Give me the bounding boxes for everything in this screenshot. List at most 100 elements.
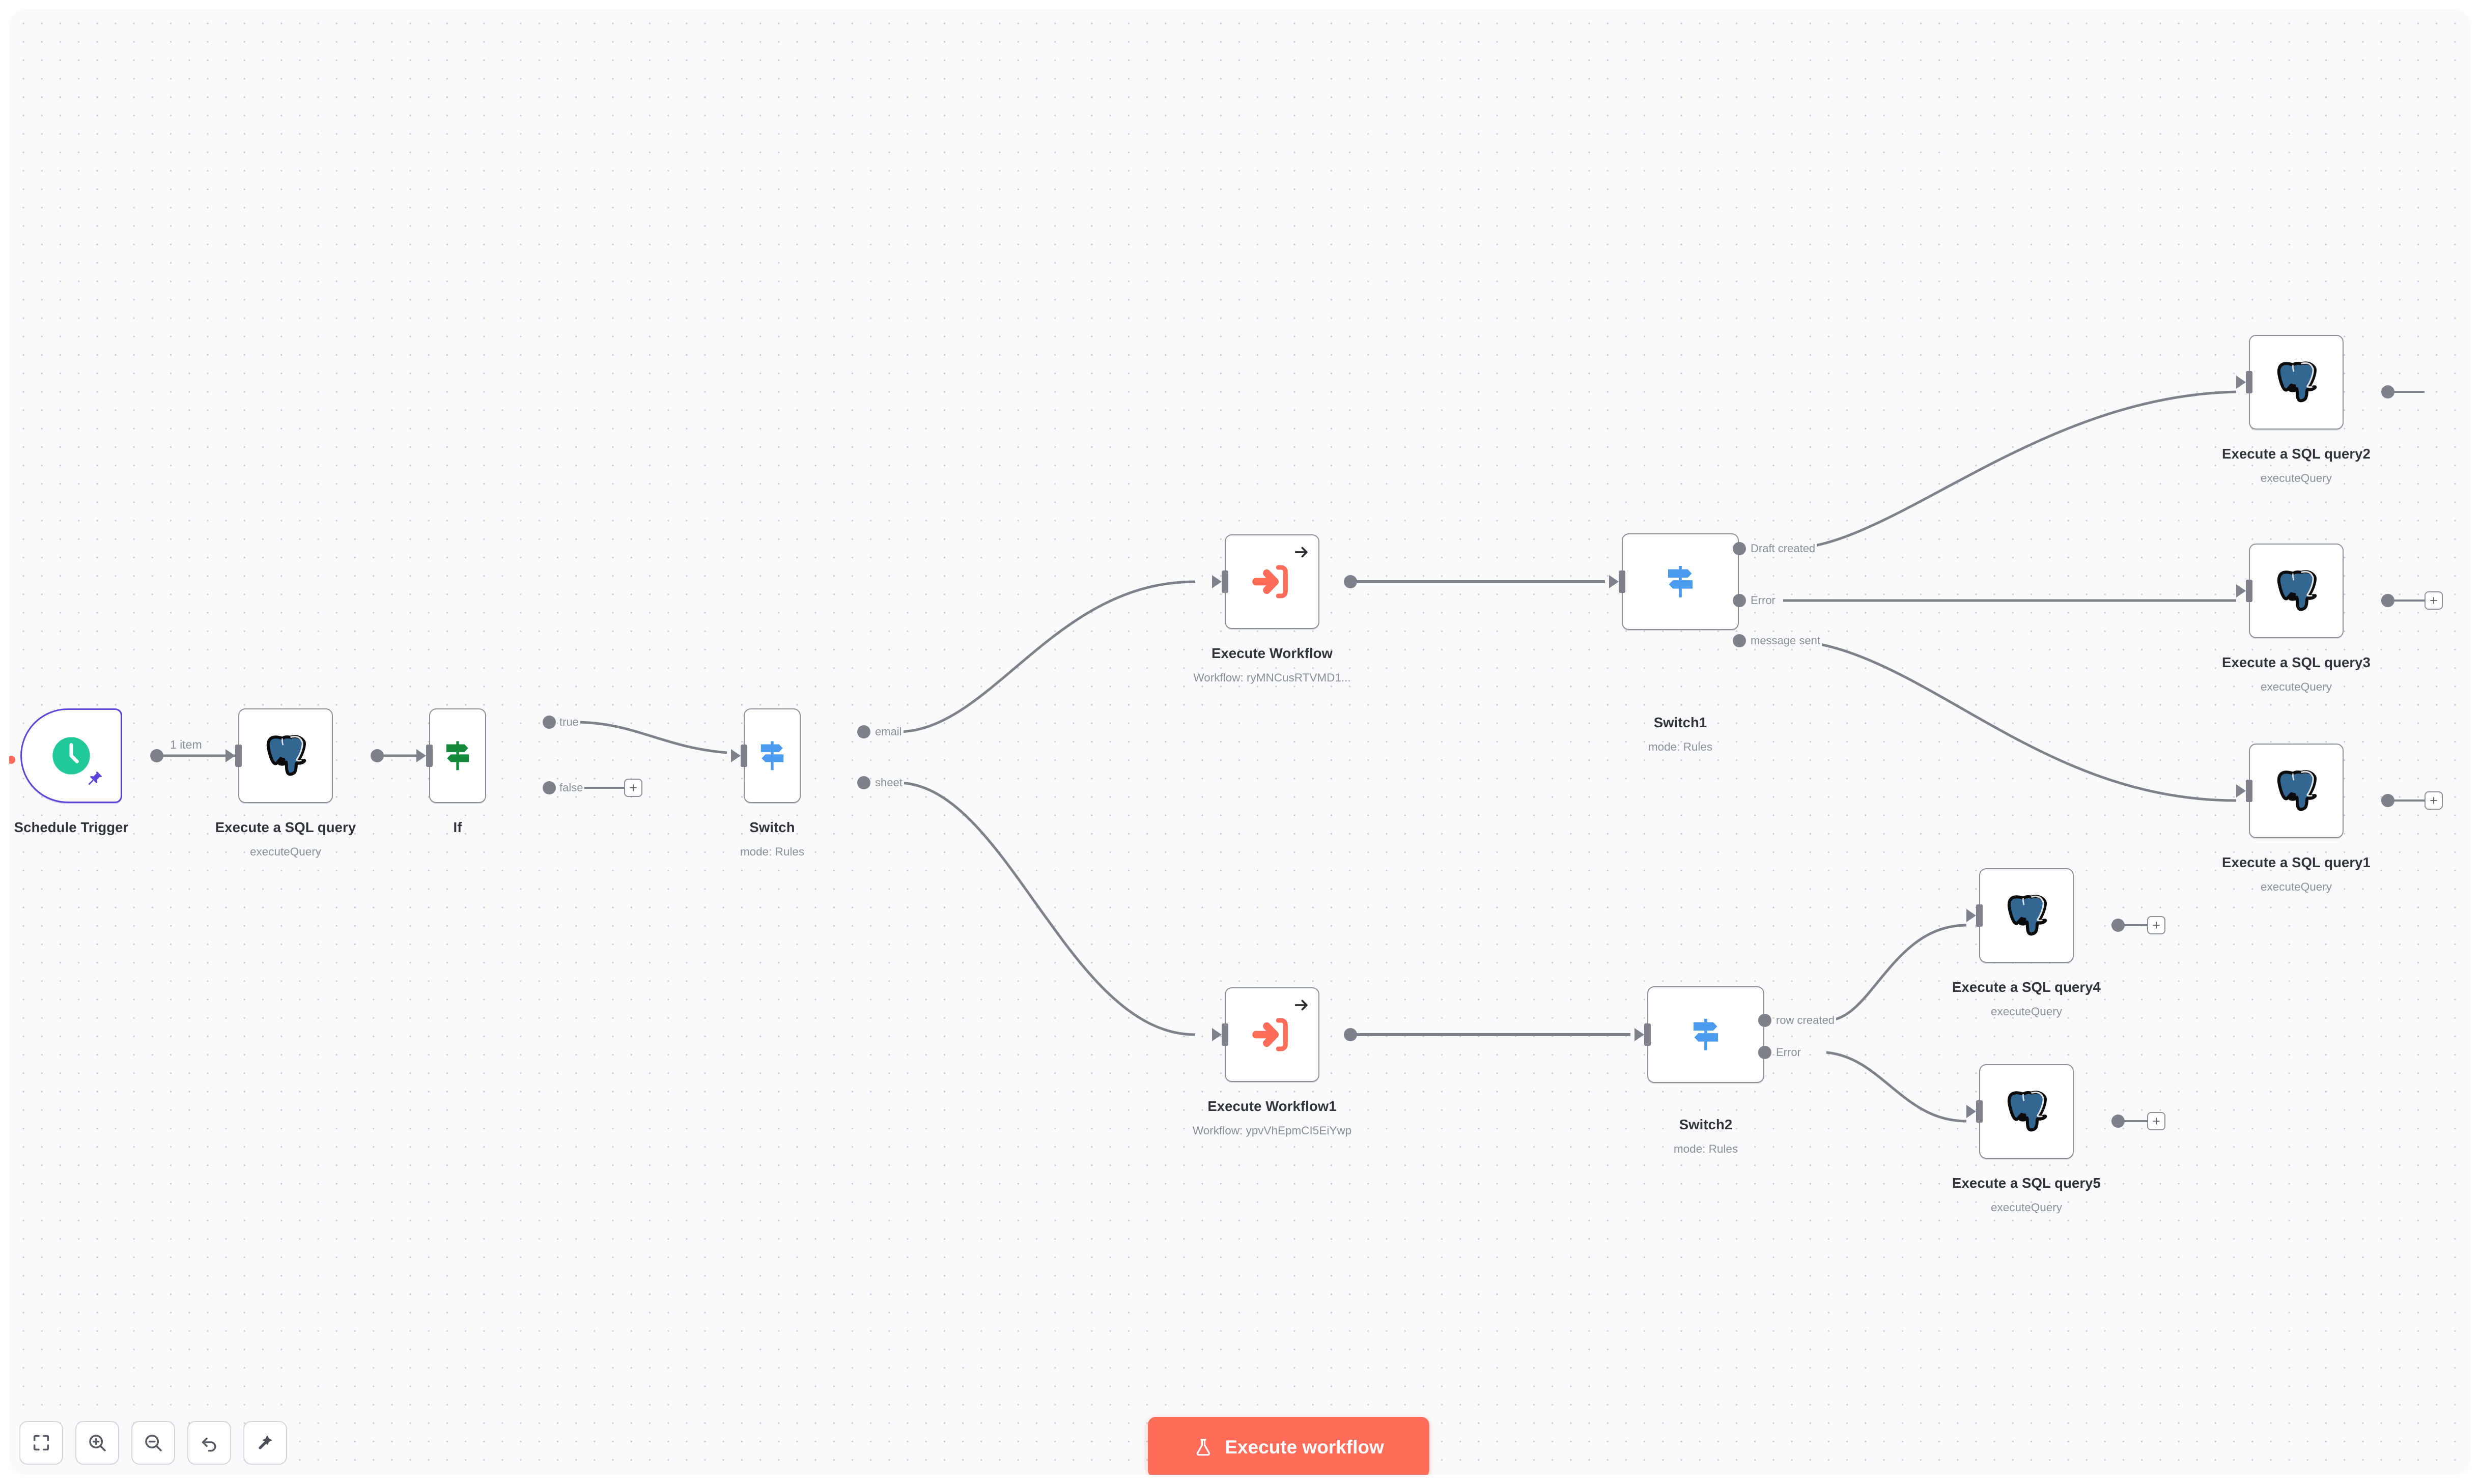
- node-execute-sql-query2[interactable]: [2249, 335, 2344, 430]
- output-port-switch1-message-sent[interactable]: [1733, 634, 1746, 647]
- input-port-execute-sql-query4[interactable]: [1976, 904, 1983, 927]
- input-arrow-execute-workflow: [1212, 575, 1222, 588]
- node-subtitle-execute-sql-query: executeQuery: [249, 845, 322, 858]
- node-execute-sql-query5[interactable]: [1979, 1064, 2074, 1159]
- zoom-to-fit-button[interactable]: [19, 1421, 63, 1465]
- output-port-execute-sql-query3[interactable]: [2381, 594, 2394, 607]
- node-if[interactable]: [429, 708, 486, 803]
- input-port-execute-sql-query[interactable]: [235, 745, 242, 767]
- input-arrow-execute-sql-query5: [1966, 1105, 1976, 1118]
- postgres-icon: [2003, 1088, 2050, 1135]
- node-switch2[interactable]: [1647, 986, 1764, 1083]
- node-subtitle-execute-workflow: Workflow: ryMNCusRTVMD1...: [1193, 671, 1351, 684]
- output-port-execute-sql-query4[interactable]: [2111, 919, 2125, 932]
- input-arrow-execute-sql-query2: [2236, 376, 2246, 389]
- execute-workflow-icon: [1251, 1013, 1293, 1056]
- workflow-canvas[interactable]: Schedule Trigger 1 item Execut: [9, 9, 2471, 1475]
- input-port-execute-sql-query3[interactable]: [2246, 580, 2252, 602]
- input-port-switch2[interactable]: [1644, 1023, 1651, 1046]
- add-node-button-if-false[interactable]: +: [624, 779, 642, 797]
- execute-workflow-button[interactable]: Execute workflow: [1148, 1417, 1429, 1475]
- input-port-if[interactable]: [426, 745, 433, 767]
- output-port-execute-workflow1[interactable]: [1344, 1028, 1357, 1041]
- node-execute-sql-query1[interactable]: [2249, 744, 2344, 838]
- zoom-in-button[interactable]: [75, 1421, 119, 1465]
- node-subtitle-execute-workflow1: Workflow: ypvVhEpmCI5EiYwp: [1192, 1124, 1352, 1137]
- output-port-switch1-draft-created[interactable]: [1733, 542, 1746, 555]
- edge-label-switch1-error: Error: [1749, 595, 1777, 606]
- signpost-blue-icon: [1686, 1015, 1725, 1054]
- node-execute-sql-query4[interactable]: [1979, 868, 2074, 963]
- node-execute-sql-query3[interactable]: [2249, 544, 2344, 638]
- node-execute-workflow[interactable]: [1225, 534, 1319, 629]
- arrow-right-icon: [1293, 996, 1310, 1014]
- edge-label-switch-sheet: sheet: [873, 777, 904, 788]
- output-port-execute-sql-query[interactable]: [371, 749, 384, 762]
- canvas-left-marker: [9, 756, 15, 764]
- output-port-execute-sql-query5[interactable]: [2111, 1115, 2125, 1128]
- execute-workflow-button-label: Execute workflow: [1225, 1437, 1384, 1458]
- signpost-blue-icon: [1661, 562, 1700, 601]
- add-node-button-execute-sql-query5[interactable]: +: [2147, 1112, 2165, 1130]
- node-label-execute-sql-query1: Execute a SQL query1: [2222, 854, 2371, 870]
- output-port-if-false[interactable]: [543, 781, 556, 794]
- fit-screen-icon: [31, 1433, 51, 1453]
- node-label-execute-sql-query4: Execute a SQL query4: [1952, 979, 2101, 995]
- zoom-out-icon: [143, 1433, 163, 1453]
- magic-wand-icon: [255, 1433, 275, 1453]
- signpost-blue-icon: [754, 738, 790, 774]
- output-port-switch2-error[interactable]: [1758, 1046, 1771, 1059]
- input-arrow-switch1: [1609, 575, 1619, 588]
- add-node-button-execute-sql-query1[interactable]: +: [2425, 791, 2443, 810]
- input-port-execute-workflow[interactable]: [1222, 570, 1228, 593]
- input-port-execute-workflow1[interactable]: [1222, 1023, 1228, 1046]
- node-label-execute-sql-query: Execute a SQL query: [215, 819, 356, 835]
- input-arrow-execute-workflow1: [1212, 1028, 1222, 1041]
- output-port-switch2-row-created[interactable]: [1758, 1014, 1771, 1027]
- input-port-execute-sql-query5[interactable]: [1976, 1100, 1983, 1123]
- node-switch1[interactable]: [1622, 533, 1739, 630]
- node-subtitle-switch1: mode: Rules: [1648, 740, 1713, 753]
- edge-label-if-false: false: [558, 782, 585, 793]
- signpost-green-icon: [440, 738, 475, 774]
- node-label-switch2: Switch2: [1679, 1117, 1733, 1132]
- reset-zoom-button[interactable]: [187, 1421, 231, 1465]
- node-switch[interactable]: [744, 708, 801, 803]
- node-label-if: If: [453, 819, 462, 835]
- input-port-execute-sql-query1[interactable]: [2246, 780, 2252, 802]
- output-port-if-true[interactable]: [543, 716, 556, 729]
- node-subtitle-switch: mode: Rules: [740, 845, 805, 858]
- output-port-execute-sql-query1[interactable]: [2381, 794, 2394, 807]
- node-schedule-trigger[interactable]: [20, 708, 122, 803]
- node-label-execute-sql-query2: Execute a SQL query2: [2222, 446, 2371, 462]
- node-execute-workflow1[interactable]: [1225, 987, 1319, 1082]
- node-subtitle-execute-sql-query2: executeQuery: [2260, 472, 2332, 484]
- input-port-execute-sql-query2[interactable]: [2246, 371, 2252, 393]
- node-label-execute-sql-query3: Execute a SQL query3: [2222, 654, 2371, 670]
- output-port-switch-email[interactable]: [857, 725, 870, 738]
- pin-icon: [86, 770, 103, 787]
- add-node-button-execute-sql-query4[interactable]: +: [2147, 916, 2165, 934]
- edge-label-switch2-error: Error: [1774, 1047, 1802, 1058]
- output-port-execute-workflow[interactable]: [1344, 575, 1357, 588]
- node-subtitle-switch2: mode: Rules: [1673, 1143, 1738, 1155]
- postgres-icon: [2273, 567, 2320, 614]
- zoom-out-button[interactable]: [131, 1421, 175, 1465]
- tidy-up-button[interactable]: [243, 1421, 287, 1465]
- add-node-button-execute-sql-query3[interactable]: +: [2425, 591, 2443, 610]
- output-port-switch1-error[interactable]: [1733, 594, 1746, 607]
- node-label-switch: Switch: [749, 819, 795, 835]
- input-arrow-switch: [731, 749, 741, 762]
- output-port-execute-sql-query2[interactable]: [2381, 385, 2394, 398]
- postgres-icon: [2003, 892, 2050, 939]
- execute-workflow-icon: [1251, 560, 1293, 603]
- input-port-switch[interactable]: [741, 745, 747, 767]
- input-arrow-execute-sql-query4: [1966, 909, 1976, 922]
- output-port-switch-sheet[interactable]: [857, 776, 870, 789]
- edge-label-if-true: true: [558, 717, 580, 728]
- arrow-right-icon: [1293, 544, 1310, 561]
- node-execute-sql-query[interactable]: [238, 708, 333, 803]
- output-port-schedule-trigger[interactable]: [150, 749, 163, 762]
- input-port-switch1[interactable]: [1619, 570, 1625, 593]
